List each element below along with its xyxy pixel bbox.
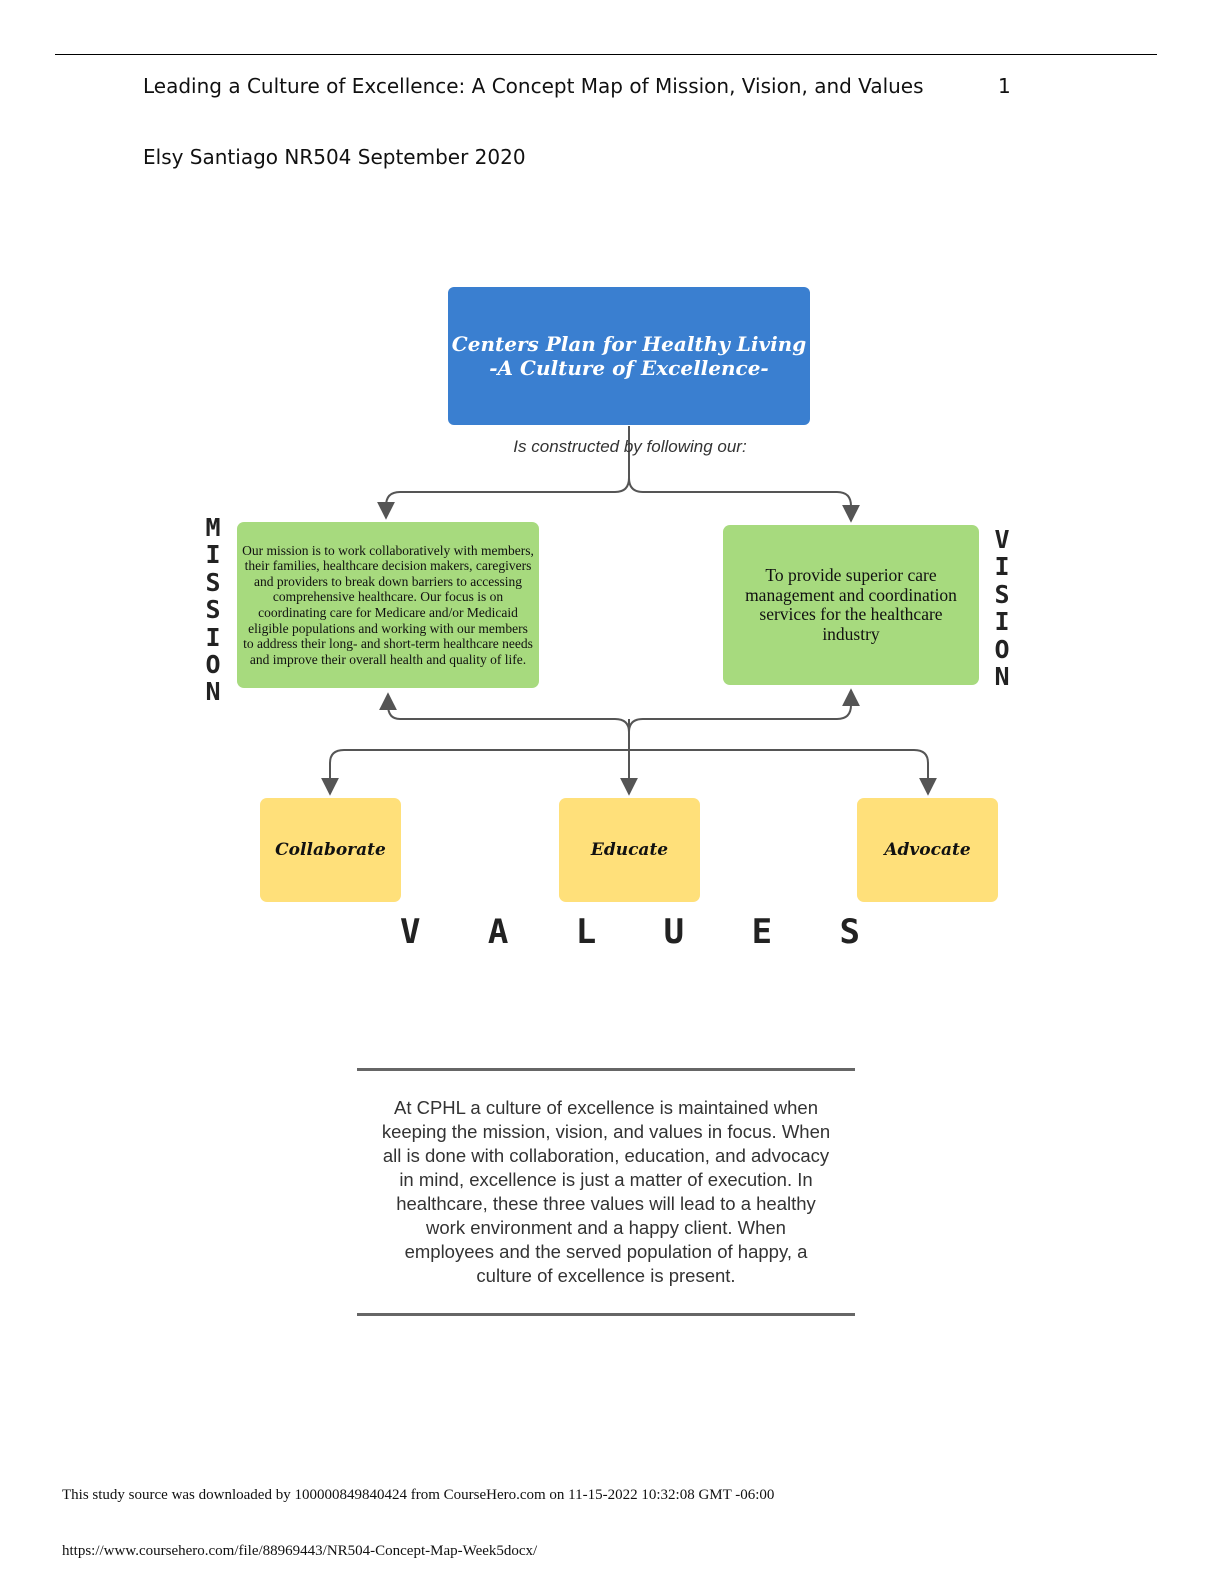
vision-text: To provide superior care management and … [745,565,957,644]
values-letter: U [663,912,685,952]
vision-letter: N [994,662,1010,692]
mission-letter: I [205,540,221,570]
page-number: 1 [998,74,1011,98]
value-label: Advocate [884,840,971,860]
value-box-advocate: Advocate [857,798,998,902]
value-label: Educate [590,840,669,860]
values-letter: V [400,912,421,952]
connector-label: Is constructed by following our: [513,437,747,456]
values-letter: E [751,912,773,952]
header-rule [55,54,1157,55]
vision-letter: S [994,579,1010,609]
value-box-educate: Educate [559,798,700,902]
values-horizontal-label: V A L U E S [400,912,860,952]
footer-source-note: This study source was downloaded by 1000… [62,1487,775,1503]
vision-letter: V [994,525,1010,554]
mission-letter: O [205,650,221,680]
connector-values-mission [379,692,630,748]
vision-box: To provide superior care management and … [723,525,979,685]
vision-letter: I [994,552,1010,582]
mission-letter: M [205,513,221,542]
vision-letter: I [994,607,1010,637]
connector-title-vision [628,477,860,523]
vision-letter: O [994,634,1010,664]
value-label: Collaborate [275,840,386,860]
map-title-line2: -A Culture of Excellence- [489,356,769,380]
author-line: Elsy Santiago NR504 September 2020 [143,145,526,169]
vision-vertical-label: V I S I O N [987,525,1017,692]
values-letter: S [839,912,860,952]
value-box-collaborate: Collaborate [260,798,401,902]
summary-box: At CPHL a culture of excellence is maint… [357,1068,855,1316]
mission-vertical-label: M I S S I O N [198,514,228,706]
values-letter: A [487,912,509,952]
footer-url: https://www.coursehero.com/file/88969443… [62,1543,538,1559]
mission-letter: S [205,595,221,625]
map-title-line1: Centers Plan for Healthy Living [451,332,807,356]
values-letter: L [575,912,597,952]
map-title-box: Centers Plan for Healthy Living -A Cultu… [448,287,810,425]
summary-text: At CPHL a culture of excellence is maint… [381,1096,831,1287]
connector-title-stem [377,426,630,520]
mission-letter: I [205,622,221,652]
mission-letter: S [205,567,221,597]
document-title: Leading a Culture of Excellence: A Conce… [143,74,924,98]
mission-letter: N [205,677,221,707]
mission-text: Our mission is to work collaboratively w… [242,542,534,667]
connector-values-vision [628,688,860,733]
mission-box: Our mission is to work collaboratively w… [237,522,539,688]
